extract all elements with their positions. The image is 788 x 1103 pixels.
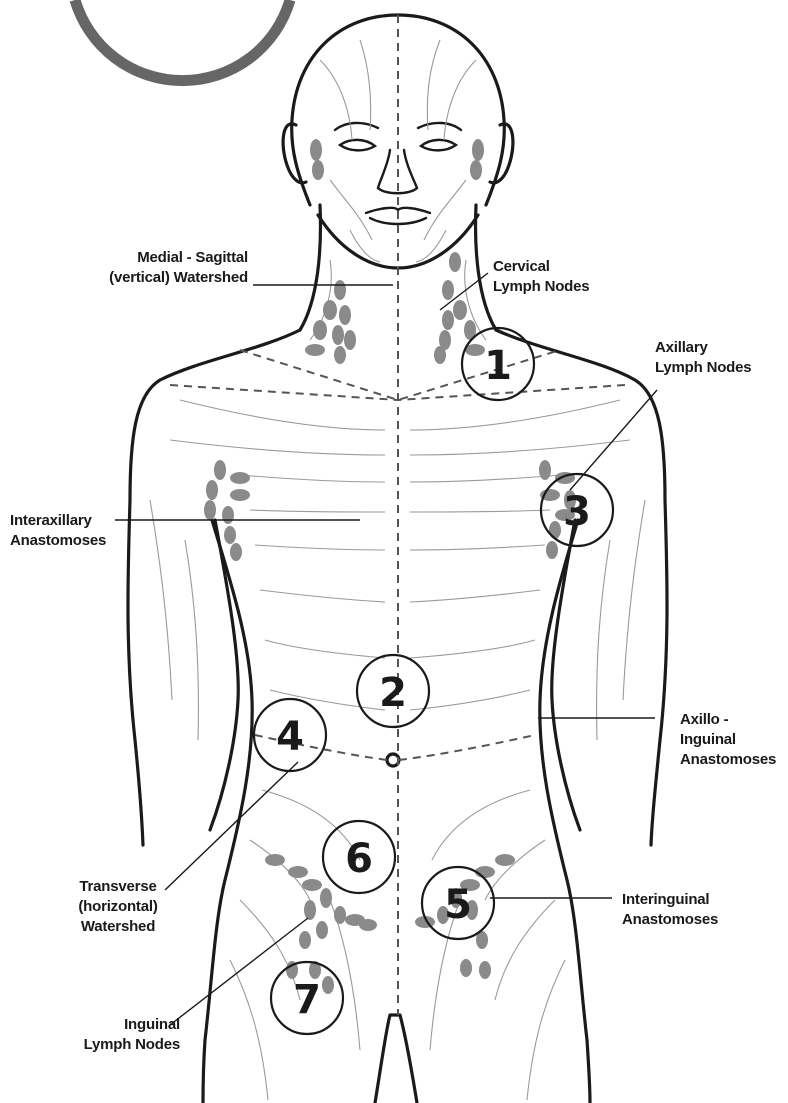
- zone-5-number: 5: [444, 882, 472, 928]
- leader-axillary: [570, 390, 657, 490]
- right-torso: [540, 520, 590, 1103]
- badge-ring: [75, 0, 290, 81]
- label-transverse: Transverse (horizontal) Watershed: [58, 877, 178, 937]
- zone-circles: [254, 328, 613, 1034]
- zone-3-number: 3: [563, 489, 591, 535]
- crotch: [375, 1015, 417, 1103]
- left-inner-arm: [210, 520, 238, 830]
- left-eye: [340, 140, 375, 151]
- label-axillary: Axillary Lymph Nodes: [655, 338, 751, 378]
- label-interinguinal: Interinguinal Anastomoses: [622, 890, 718, 930]
- left-torso: [203, 520, 252, 1103]
- leader-transverse: [165, 762, 298, 890]
- label-inguinal: Inguinal Lymph Nodes: [60, 1015, 180, 1055]
- right-brow: [418, 123, 461, 130]
- zone-6-number: 6: [345, 836, 373, 882]
- label-medial-sagittal: Medial - Sagittal (vertical) Watershed: [60, 248, 248, 288]
- left-brow: [335, 123, 378, 130]
- zone-1-number: 1: [484, 343, 512, 389]
- label-axillo-inguinal: Axillo - Inguinal Anastomoses: [680, 710, 776, 770]
- label-cervical: Cervical Lymph Nodes: [493, 257, 589, 297]
- zone-4-number: 4: [276, 714, 304, 760]
- label-interaxillary: Interaxillary Anastomoses: [10, 511, 106, 551]
- neck-left: [300, 205, 320, 330]
- zone-7-number: 7: [293, 977, 321, 1023]
- zone-2-number: 2: [379, 670, 407, 716]
- right-eye: [421, 140, 456, 151]
